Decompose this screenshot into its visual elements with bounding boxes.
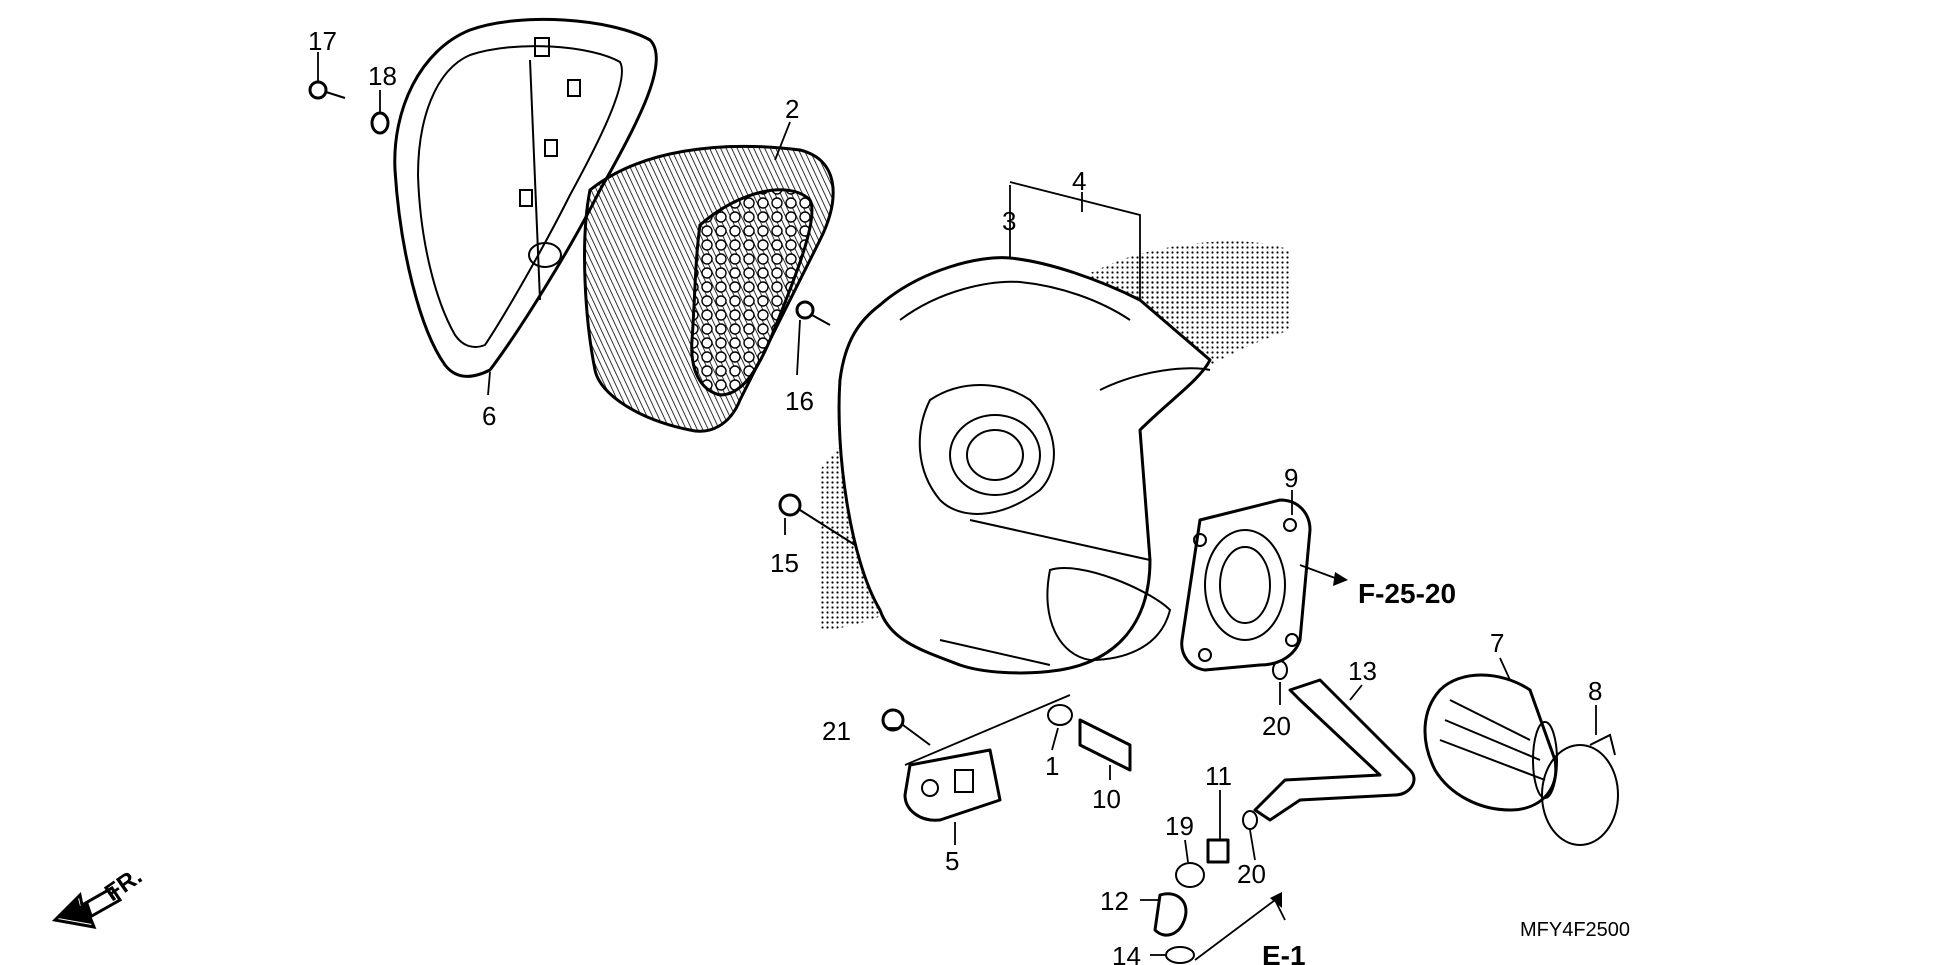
callout-12: 12	[1100, 886, 1129, 916]
callout-1: 1	[1045, 751, 1059, 781]
leader-lines	[317, 52, 1597, 961]
callout-9: 9	[1284, 463, 1298, 493]
callout-13: 13	[1348, 656, 1377, 686]
callout-17: 17	[308, 26, 337, 56]
drain-tube	[1253, 678, 1416, 822]
callout-8: 8	[1588, 676, 1602, 706]
callout-19: 19	[1165, 811, 1194, 841]
tube-clip	[1047, 704, 1073, 726]
callout-20-lower: 20	[1237, 859, 1266, 889]
callout-11: 11	[1205, 761, 1232, 791]
breather-tube	[1078, 718, 1132, 772]
callout-4: 4	[1072, 166, 1086, 196]
connecting-flange	[1180, 498, 1312, 672]
callout-2: 2	[785, 94, 799, 124]
callout-16: 16	[785, 386, 814, 416]
callout-20-upper: 20	[1262, 711, 1291, 741]
callout-6: 6	[482, 401, 496, 431]
fastener-bolts	[308, 80, 1288, 964]
air-cleaner-cover	[393, 17, 658, 378]
callout-labels: 17 18 2 4 3 16 6 9 15 7 13 8 20 21 1 11 …	[308, 26, 1602, 965]
callout-7: 7	[1490, 628, 1504, 658]
callout-10: 10	[1092, 784, 1121, 814]
callout-14: 14	[1112, 941, 1141, 965]
callout-18: 18	[368, 61, 397, 91]
callout-21: 21	[822, 716, 851, 746]
air-cleaner-element	[583, 144, 835, 433]
front-direction-arrow	[51, 886, 123, 929]
callout-15: 15	[770, 548, 799, 578]
callout-5: 5	[945, 846, 959, 876]
reference-arrow	[1270, 572, 1348, 908]
section-ref-e-1: E-1	[1262, 940, 1306, 965]
air-cleaner-case	[837, 256, 1212, 675]
tube-band	[1541, 733, 1619, 846]
section-ref-f-25-20: F-25-20	[1358, 578, 1456, 609]
callout-3: 3	[1002, 206, 1016, 236]
mounting-plate	[903, 748, 1002, 822]
connecting-tube	[1423, 673, 1558, 812]
diagram-code: MFY4F2500	[1520, 919, 1630, 941]
